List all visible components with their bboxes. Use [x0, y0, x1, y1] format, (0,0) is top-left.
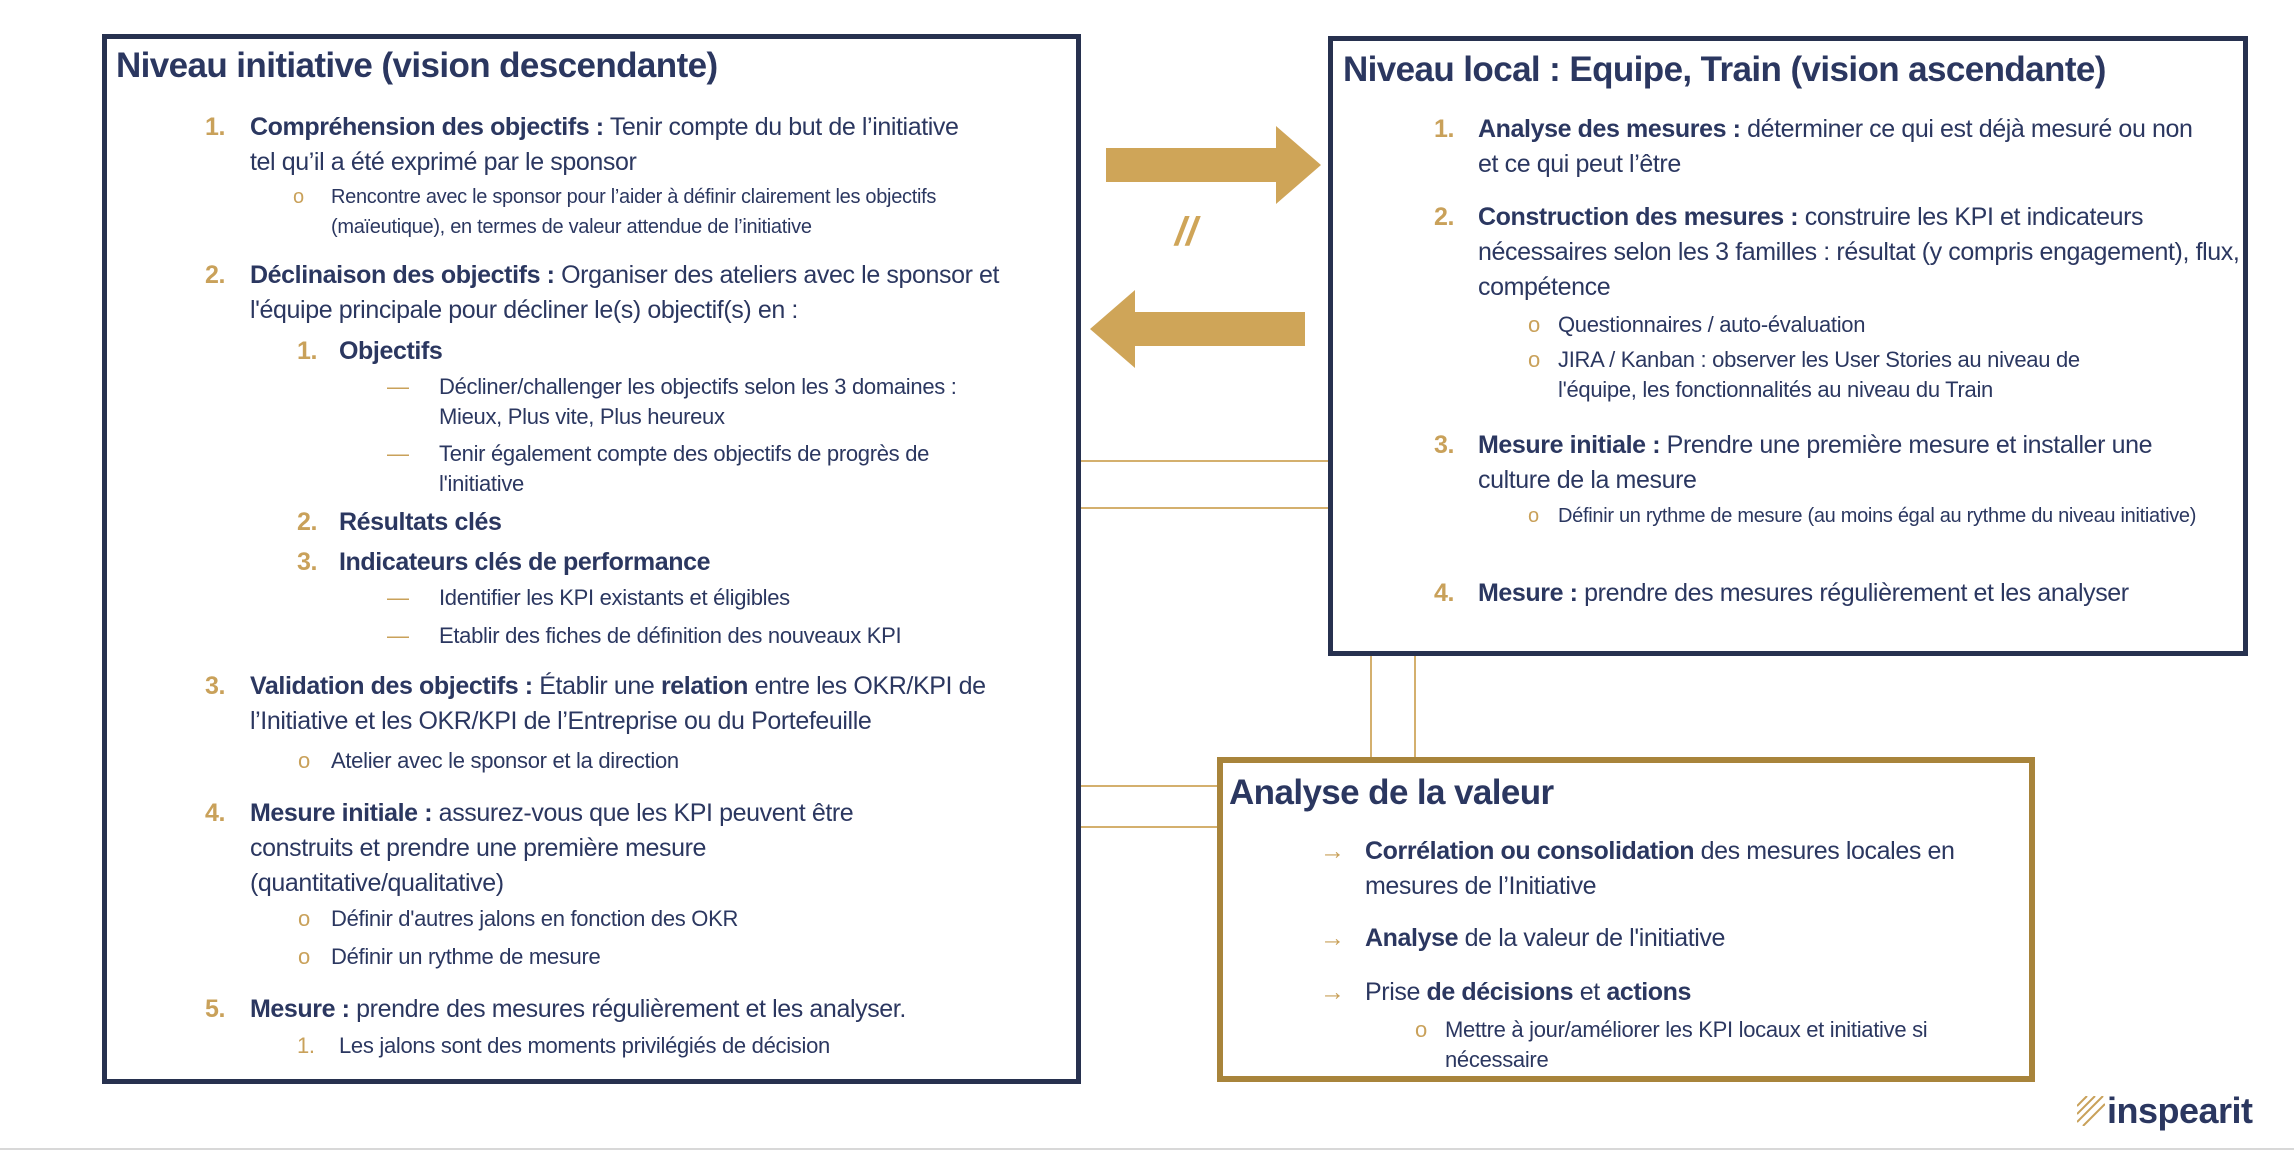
local-item-4: 4. Mesure : prendre des mesures régulièr…	[1434, 579, 2129, 607]
analyse-item-1: → Corrélation ou consolidation des mesur…	[1320, 834, 2005, 904]
initiative-item-5: 5. Mesure : prendre des mesures régulièr…	[205, 995, 906, 1023]
circle-bullet-icon: o	[1528, 505, 1539, 527]
circle-bullet-icon: o	[293, 186, 304, 208]
dash-item: — Décliner/challenger les objectifs selo…	[387, 374, 957, 429]
initiative-item-2: 2. Déclinaison des objectifs : Organiser…	[205, 261, 1000, 324]
initiative-level-panel	[102, 34, 1081, 1084]
local-item-2-sub: o JIRA / Kanban : observer les User Stor…	[1528, 347, 2080, 402]
local-item-1: 1. Analyse des mesures : déterminer ce q…	[1434, 115, 2193, 178]
dash-bullet-icon: —	[387, 441, 409, 466]
local-level-panel	[1328, 36, 2248, 656]
initiative-item-4-sub: o Définir un rythme de mesure	[298, 942, 601, 972]
local-title: Niveau local : Equipe, Train (vision asc…	[1343, 50, 2106, 89]
initiative-title: Niveau initiative (vision descendante)	[116, 46, 718, 85]
dash-item: — Identifier les KPI existants et éligib…	[387, 583, 790, 613]
analyse-item-3: → Prise de décisions et actions	[1320, 975, 1691, 1010]
local-item-2: 2. Construction des mesures : construire…	[1434, 203, 2240, 301]
arrow-right-bullet-icon: →	[1320, 837, 1345, 865]
initiative-subitem-objectifs: 1. Objectifs	[297, 337, 443, 365]
value-analysis-panel	[1217, 757, 2035, 1082]
initiative-item-4-sub: o Définir d'autres jalons en fonction de…	[298, 904, 738, 934]
analyse-item-2: → Analyse de la valeur de l'initiative	[1320, 921, 1725, 956]
circle-bullet-icon: o	[298, 944, 310, 969]
local-item-3: 3. Mesure initiale : Prendre une premièr…	[1434, 431, 2153, 494]
circle-bullet-icon: o	[298, 748, 310, 773]
connector-line	[1414, 655, 1416, 760]
arrow-right-icon	[1106, 126, 1321, 204]
circle-bullet-icon: o	[298, 906, 310, 931]
analyse-title: Analyse de la valeur	[1229, 773, 1554, 812]
local-item-2-sub: o Questionnaires / auto-évaluation	[1528, 310, 1865, 340]
initiative-item-4: 4. Mesure initiale : assurez-vous que le…	[205, 799, 854, 897]
logo-mark-icon	[2077, 1096, 2105, 1126]
dash-item: — Tenir également compte des objectifs d…	[387, 441, 930, 496]
arrow-right-bullet-icon: →	[1320, 924, 1345, 952]
circle-bullet-icon: o	[1528, 347, 1540, 372]
initiative-item-3: 3. Validation des objectifs : Établir un…	[205, 672, 986, 735]
initiative-subitem-indicateurs: 3. Indicateurs clés de performance	[297, 548, 711, 576]
connector-line	[1080, 460, 1330, 462]
connector-line	[1370, 655, 1372, 760]
dash-bullet-icon: —	[387, 374, 409, 399]
initiative-subitem-resultats: 2. Résultats clés	[297, 508, 502, 536]
arrow-right-bullet-icon: →	[1320, 978, 1345, 1006]
parallel-separator: //	[1175, 210, 1198, 254]
analyse-item-3-sub: o Mettre à jour/améliorer les KPI locaux…	[1415, 1017, 1928, 1072]
connector-line	[1080, 785, 1220, 787]
circle-bullet-icon: o	[1528, 312, 1540, 337]
dash-bullet-icon: —	[387, 585, 409, 610]
initiative-item-5-sub: 1. Les jalons sont des moments privilégi…	[297, 1033, 830, 1058]
circle-bullet-icon: o	[1415, 1017, 1427, 1042]
bottom-divider	[0, 1148, 2294, 1150]
initiative-item-1: 1. Compréhension des objectifs : Tenir c…	[205, 113, 959, 176]
initiative-item-3-sub: o Atelier avec le sponsor et la directio…	[298, 746, 679, 776]
dash-bullet-icon: —	[387, 623, 409, 648]
dash-item: — Etablir des fiches de définition des n…	[387, 621, 902, 651]
connector-line	[1080, 507, 1330, 509]
arrow-left-icon	[1090, 290, 1305, 368]
initiative-item-1-sub: o Rencontre avec le sponsor pour l’aider…	[293, 182, 1031, 242]
inspearit-logo: inspearit	[2077, 1090, 2253, 1132]
connector-line	[1080, 826, 1220, 828]
local-item-3-sub: o Définir un rythme de mesure (au moins …	[1528, 505, 2197, 527]
